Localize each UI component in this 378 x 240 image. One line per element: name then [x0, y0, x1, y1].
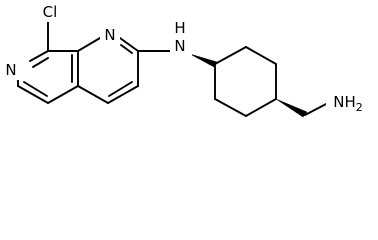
chemical-structure: Cl N N H N NH2 [2, 2, 374, 118]
atom-label-n-ring: N [100, 25, 120, 45]
pyridine-ring [17, 50, 79, 104]
wedge-bond-c4-ch2 [275, 98, 308, 118]
bond-c3-c4 [107, 85, 139, 104]
bond-c4a-c5 [17, 85, 49, 104]
atom-label-n-pyridine: N [2, 60, 22, 80]
bond-c2-c3 [245, 46, 277, 65]
cyclohexane-ring [189, 46, 308, 118]
bond-c3-c4-inner [108, 81, 133, 97]
atom-label-nh2: NH2 [326, 92, 374, 116]
ring-nitrogen-label: N [104, 26, 115, 44]
bond-c8a-c4a [47, 85, 79, 104]
amine-nitrogen-label: N [174, 37, 185, 55]
naphthyridine-ring [77, 37, 139, 104]
bond-c5-c6 [214, 98, 247, 117]
bond-n7-c8-inner [32, 57, 49, 68]
bond-c4a-c5-inner [23, 81, 48, 97]
bond-c4-c4a [77, 85, 109, 104]
atom-label-nh: H N [170, 19, 192, 67]
bond-c8a-n1 [77, 37, 101, 52]
wedge-bond-nh-c1 [189, 53, 218, 68]
bond-ch2-nh2 [304, 102, 329, 116]
aminomethyl-label: NH2 [333, 93, 363, 114]
chlorine-label: Cl [43, 3, 58, 21]
bond-c4-c5 [245, 98, 277, 117]
bond-n1-c2-inner [120, 44, 133, 54]
pyridine-nitrogen-label: N [5, 61, 16, 79]
amine-hydrogen-label: H [174, 19, 185, 37]
bond-n1-c2 [119, 37, 139, 52]
aminomethyl-subscript: 2 [356, 101, 363, 114]
bond-c1-c2 [214, 46, 247, 65]
bond-n7-c8 [29, 50, 49, 62]
atom-label-cl: Cl [37, 2, 63, 22]
